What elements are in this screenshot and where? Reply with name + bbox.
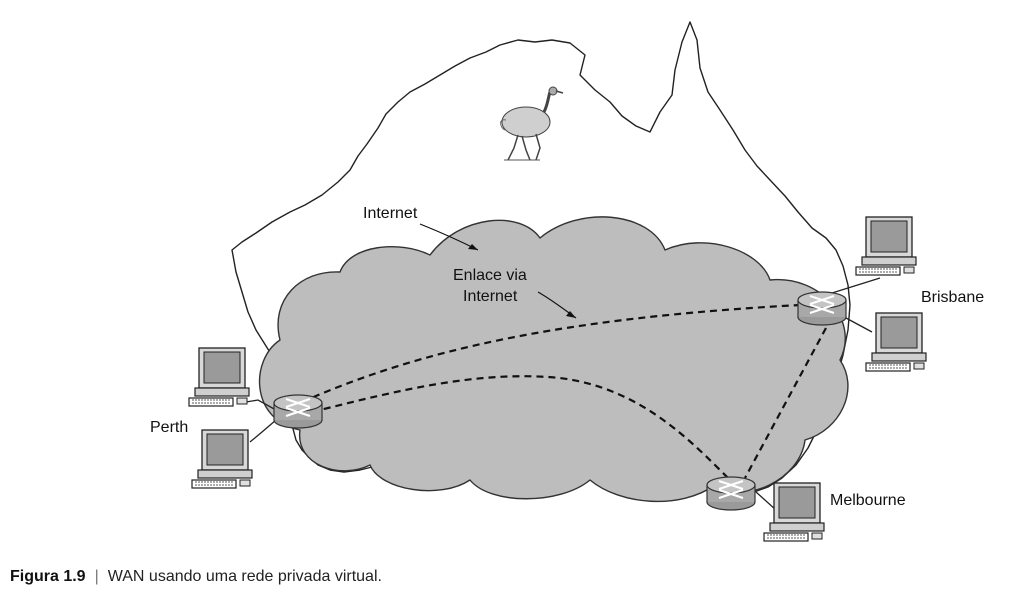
link-label-line2: Internet <box>463 288 518 305</box>
figure-number: Figura 1.9 <box>10 568 86 585</box>
router-brisbane <box>797 291 847 326</box>
router-melbourne <box>706 476 756 511</box>
brisbane-label: Brisbane <box>921 289 984 306</box>
computer-brisbane-1 <box>855 216 917 276</box>
router-perth <box>273 394 323 429</box>
link-label-line1: Enlace via <box>453 267 527 284</box>
computer-melbourne <box>763 482 825 542</box>
figure-caption: Figura 1.9 | WAN usando uma rede privada v… <box>10 568 382 586</box>
computer-perth-2 <box>191 429 253 489</box>
vpn-link-brisbane-melbourne <box>744 327 827 479</box>
internet-label: Internet <box>363 205 418 222</box>
wan-vpn-diagram: Internet Enlace via Internet Perth Brisb… <box>150 21 984 542</box>
caption-text: WAN usando uma rede privada virtual. <box>107 568 382 585</box>
melbourne-label: Melbourne <box>830 492 906 509</box>
vpn-link-perth-brisbane <box>301 303 801 404</box>
internet-cloud <box>258 216 849 503</box>
computer-perth-1 <box>188 347 250 407</box>
emu-illustration <box>500 86 564 161</box>
computer-brisbane-2 <box>865 312 927 372</box>
caption-separator: | <box>94 568 99 585</box>
perth-label: Perth <box>150 419 188 436</box>
